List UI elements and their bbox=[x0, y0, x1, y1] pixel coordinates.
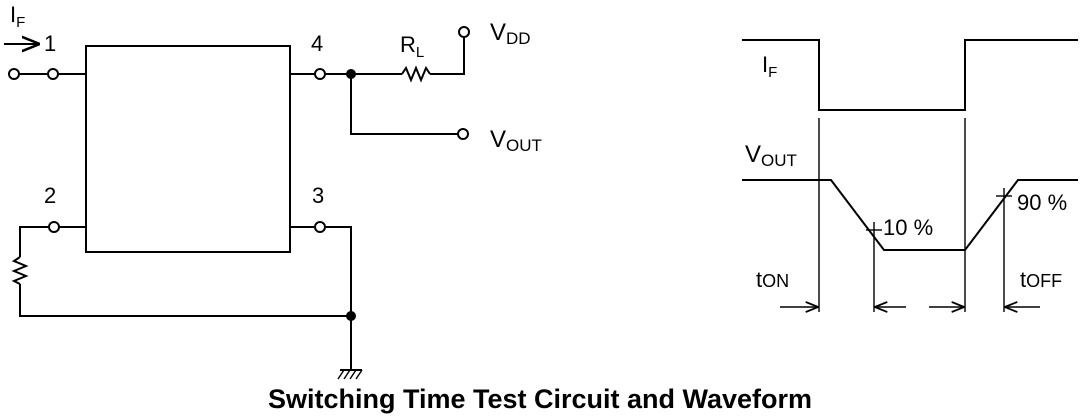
vout-terminal bbox=[457, 128, 469, 140]
diagram-caption: Switching Time Test Circuit and Waveform bbox=[268, 384, 812, 414]
threshold-10pct-label: 10 % bbox=[883, 215, 933, 240]
ground-icon bbox=[337, 369, 363, 380]
device-box bbox=[85, 45, 291, 253]
pin-1-terminal bbox=[47, 68, 59, 80]
if-waveform bbox=[742, 39, 1078, 111]
load-resistor bbox=[401, 65, 431, 83]
pin-3-terminal bbox=[314, 221, 326, 233]
wire-pin2-left bbox=[19, 226, 49, 257]
pin-2-terminal bbox=[48, 221, 60, 233]
wire-to-vdd bbox=[430, 37, 465, 75]
ground-junction bbox=[346, 311, 356, 321]
pin-4-terminal bbox=[314, 68, 326, 80]
test-circuit: IF 1 2 3 4 RL bbox=[4, 2, 542, 380]
input-terminal-left bbox=[8, 68, 20, 80]
pin-3-label: 3 bbox=[312, 183, 324, 208]
switching-waveform: IF VOUT 10 % 90 % tON tOFF bbox=[742, 39, 1078, 312]
vdd-terminal bbox=[458, 26, 470, 38]
wire-pin3-ground bbox=[325, 226, 352, 370]
wire-to-vout bbox=[350, 74, 458, 135]
pin-1-label: 1 bbox=[44, 31, 56, 56]
t-on-label: tON bbox=[756, 267, 789, 292]
resistor-pin2 bbox=[11, 256, 29, 285]
vout-waveform-label: VOUT bbox=[745, 141, 797, 170]
load-resistor-label: RL bbox=[400, 32, 424, 61]
input-current-label: IF bbox=[10, 2, 25, 31]
t-off-label: tOFF bbox=[1020, 267, 1062, 292]
vout-label: VOUT bbox=[490, 126, 542, 155]
pin-2-label: 2 bbox=[44, 183, 56, 208]
vout-waveform bbox=[742, 179, 1078, 251]
vdd-label: VDD bbox=[490, 19, 531, 48]
wire-ground-bottom bbox=[19, 284, 351, 317]
if-label: IF bbox=[762, 52, 777, 81]
pin-4-label: 4 bbox=[311, 31, 323, 56]
threshold-90pct-label: 90 % bbox=[1017, 190, 1067, 215]
